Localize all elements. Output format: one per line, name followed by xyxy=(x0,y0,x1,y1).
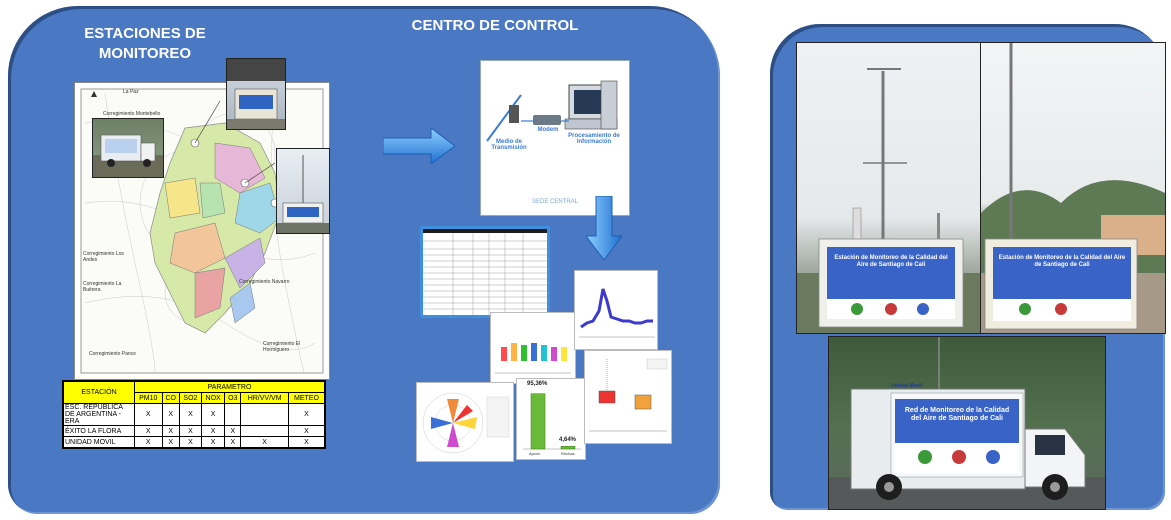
parameter-table: ESTACIÓN PARAMETRO PM10 CO SO2 NOX O3 HR… xyxy=(63,381,326,448)
stations-heading: ESTACIONES DE MONITOREO xyxy=(84,25,206,62)
bar-label-b: 4,64% xyxy=(559,437,577,443)
booth-inset-drawing xyxy=(227,59,285,129)
processing-label: Procesamiento de Información xyxy=(568,133,620,145)
map-label-montebello: Corregimiento Montebello xyxy=(103,111,161,117)
bar-mark xyxy=(530,393,546,450)
windrose-drawing xyxy=(422,392,510,454)
row-mark: X xyxy=(287,425,326,437)
comparison-boxplot-thumbnail xyxy=(584,350,672,444)
map-label-pance: Corregimiento Pance xyxy=(89,351,136,357)
row-mark: X xyxy=(224,425,242,437)
control-center-footer: SEDE CENTRAL xyxy=(531,199,578,205)
boxplot-chart-thumbnail xyxy=(490,312,576,384)
row-mark: X xyxy=(161,436,180,448)
row-mark: X xyxy=(287,436,326,448)
truck-inset-drawing xyxy=(93,134,163,177)
percentage-bar-chart xyxy=(523,393,581,450)
map-label-los-andes: Corregimiento Los Andes xyxy=(83,251,124,263)
control-center-heading: CENTRO DE CONTROL xyxy=(411,17,579,34)
control-center-drawing xyxy=(486,80,618,142)
map-label-la-paz: La Paz xyxy=(123,89,139,95)
row-mark: X xyxy=(161,425,180,437)
row-mark: X xyxy=(200,425,226,437)
station-photo-truck-inset xyxy=(92,118,164,178)
col-header: SO2 xyxy=(178,392,202,404)
mobile-unit-truck-photo: Unidad Movil Red de Monitoreo de la Cali… xyxy=(828,336,1106,510)
row-mark: X xyxy=(134,403,163,426)
row-mark: X xyxy=(161,403,180,426)
bar-label-a: 95,36% xyxy=(527,381,548,387)
bar-mark xyxy=(560,446,576,450)
control-center-diagram: Medio de Transmisión Modem Procesamiento… xyxy=(480,60,630,216)
row-mark: X xyxy=(200,436,226,448)
parameter-group-header: PARAMETRO xyxy=(134,381,325,393)
row-station-name: ESC. REPUBLICA DE ARGENTINA - ERA xyxy=(63,403,135,426)
row-mark: X xyxy=(178,403,202,426)
col-header: NOX xyxy=(200,392,226,404)
row-mark: X xyxy=(134,425,163,437)
station-photo-mountains: Estación de Monitoreo de la Calidad del … xyxy=(980,42,1166,334)
map-label-el-hormiguero: Corregimiento El Hormiguero xyxy=(263,341,301,353)
row-station-name: UNIDAD MOVIL xyxy=(63,436,135,448)
tower-inset-drawing xyxy=(277,155,329,233)
row-mark: X xyxy=(200,403,226,426)
col-header: METEO xyxy=(287,392,326,404)
row-mark: X xyxy=(178,425,202,437)
row-mark xyxy=(240,425,289,437)
data-summary-table-thumbnail xyxy=(420,226,550,318)
row-mark: X xyxy=(240,436,289,448)
boxplot-drawing xyxy=(495,343,571,374)
row-mark xyxy=(240,403,289,426)
station-photo-tower-inset xyxy=(276,148,330,234)
percentage-bar-chart-thumbnail: 95,36% 4,64% Aprob. Rechaz. xyxy=(516,378,586,460)
arrow-right-icon xyxy=(383,128,455,164)
transmission-label: Medio de Transmisión xyxy=(491,139,527,151)
station-sign-text-1: Estación de Monitoreo de la Calidad del … xyxy=(834,255,948,268)
timeseries-drawing xyxy=(579,288,655,338)
station-sign-text-2: Estación de Monitoreo de la Calidad del … xyxy=(998,255,1126,268)
row-mark xyxy=(224,403,242,426)
mountain-station-drawing xyxy=(981,43,1165,333)
windrose-chart-thumbnail xyxy=(416,382,514,462)
row-mark: X xyxy=(224,436,242,448)
row-mark: X xyxy=(287,403,326,426)
station-photo-tower: Estación de Monitoreo de la Calidad del … xyxy=(796,42,982,334)
bar-category-b: Rechaz. xyxy=(561,451,576,456)
station-photo-booth-inset xyxy=(226,58,286,130)
station-header: ESTACIÓN xyxy=(63,381,135,404)
truck-sign-text: Red de Monitoreo de la Calidad del Aire … xyxy=(904,407,1010,422)
row-mark: X xyxy=(134,436,163,448)
col-header: PM10 xyxy=(134,392,163,404)
col-header: O3 xyxy=(224,392,242,404)
row-station-name: ÉXITO LA FLORA xyxy=(63,425,135,437)
map-label-navarro: Corregimiento Navarro xyxy=(239,279,290,285)
map-label-la-buitrera: Corregimiento La Buitrera xyxy=(83,281,122,293)
modem-label: Modem xyxy=(537,127,559,133)
parameter-table-container: ESTACIÓN PARAMETRO PM10 CO SO2 NOX O3 HR… xyxy=(62,380,326,449)
summary-table-drawing xyxy=(423,229,547,315)
comparison-boxplot-drawing xyxy=(589,358,668,432)
tower-station-drawing xyxy=(797,68,981,333)
truck-drawing xyxy=(829,337,1105,509)
arrow-down-icon xyxy=(586,196,622,260)
truck-unit-label: Unidad Movil xyxy=(891,383,923,389)
col-header: HR/VV/VM xyxy=(240,392,289,404)
col-header: CO xyxy=(161,392,180,404)
timeseries-chart-thumbnail xyxy=(574,270,658,350)
row-mark: X xyxy=(178,436,202,448)
bar-category-a: Aprob. xyxy=(529,451,541,456)
